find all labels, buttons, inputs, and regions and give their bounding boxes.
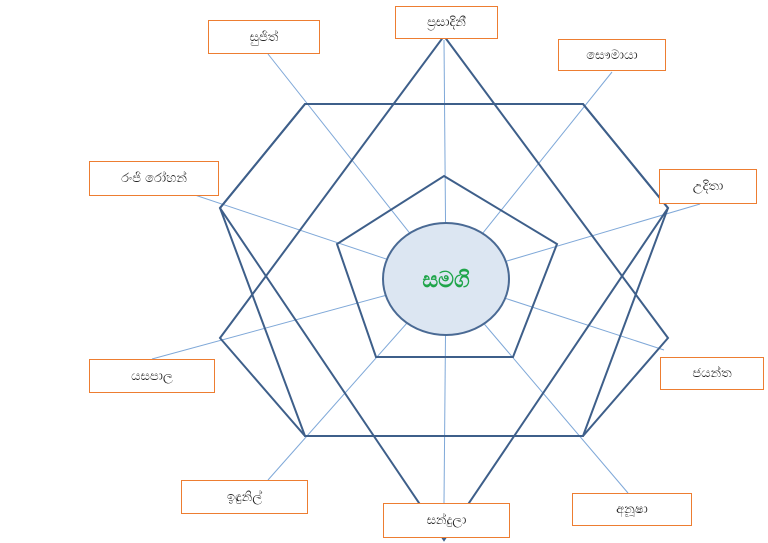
node-indunil: ඉඳුනිල් <box>181 480 308 514</box>
center-circle <box>382 222 510 336</box>
outer-triangle-down <box>218 34 670 437</box>
node-uditha: උදිතා <box>659 169 757 204</box>
node-ranji: රංජි රෝහන් <box>89 161 219 196</box>
node-yasapala: යසපාල <box>89 359 215 393</box>
node-anusha: අනූෂා <box>572 493 692 526</box>
node-sandula: සන්දුලා <box>383 503 510 538</box>
node-jayantha: ජයන්ත <box>660 357 764 390</box>
outer-star-top <box>218 103 670 542</box>
inner-pentagon <box>335 174 559 358</box>
node-sujith: සුජිත් <box>208 20 320 54</box>
node-prasadini: ප්‍රසාදිනී <box>395 6 498 39</box>
node-somaya: සෞමායා <box>558 39 666 71</box>
center-label: සමගි <box>422 268 470 293</box>
